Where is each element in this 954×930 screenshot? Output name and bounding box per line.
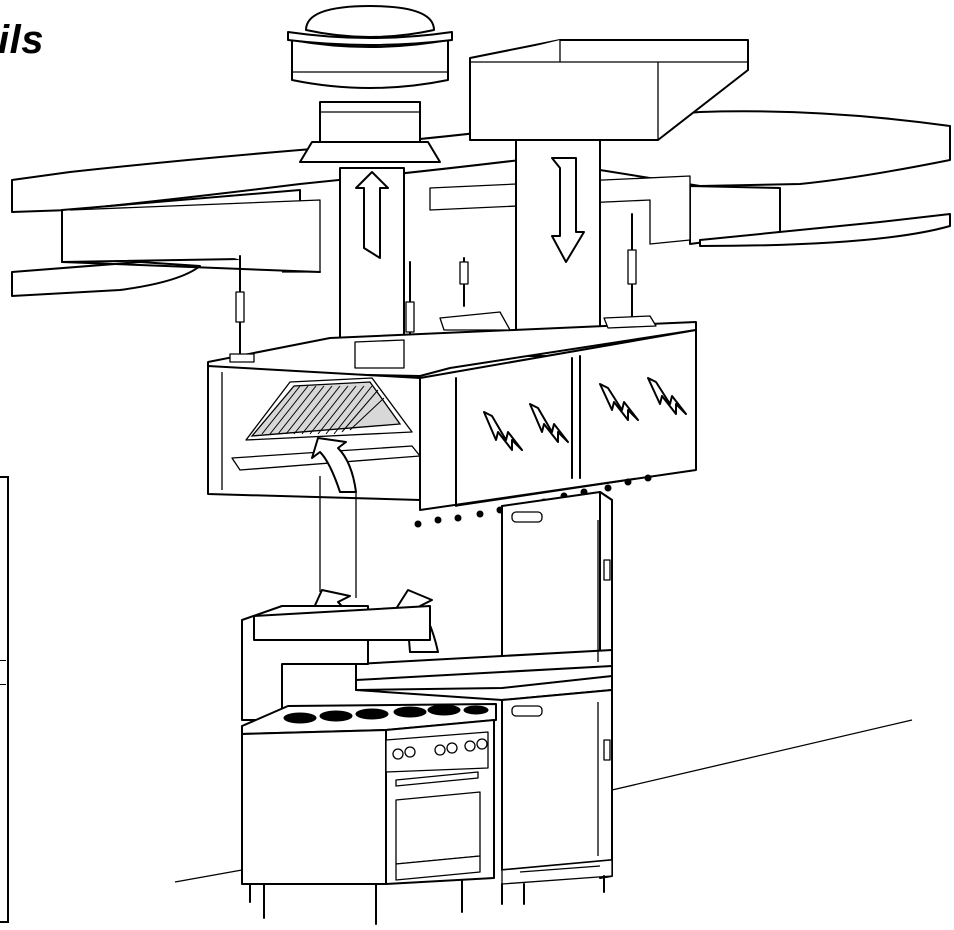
grease-filter <box>250 381 402 437</box>
exhaust-fan-icon <box>287 5 453 163</box>
supply-plenum <box>469 39 749 141</box>
zigzag-arrow-icon <box>483 411 523 451</box>
page-border-fragment <box>0 476 9 923</box>
hood-front-panels <box>414 329 697 528</box>
burner-grates <box>283 704 489 724</box>
control-knobs <box>392 738 488 760</box>
hood-capture-area <box>207 365 421 501</box>
ceiling-slab-right <box>429 110 951 247</box>
convection-oven-cabinet <box>355 491 613 905</box>
range-with-oven <box>241 605 497 925</box>
airflow-down-arrow-icon <box>551 157 585 263</box>
hood-air-column <box>319 476 357 598</box>
hanger-rod-icon <box>235 213 637 371</box>
zigzag-arrow-icon <box>647 377 687 415</box>
airflow-up-arrow-icon <box>355 171 389 259</box>
floor-lines <box>174 719 913 883</box>
exhaust-duct <box>339 167 405 339</box>
zigzag-arrow-icon <box>599 383 639 421</box>
zigzag-arrow-icon <box>529 403 569 443</box>
ceiling-slab-left <box>11 127 521 297</box>
supply-duct <box>515 139 601 357</box>
page-border-tick <box>0 684 6 685</box>
page-border-tick <box>0 660 6 661</box>
page-title-fragment: ils <box>0 18 44 62</box>
